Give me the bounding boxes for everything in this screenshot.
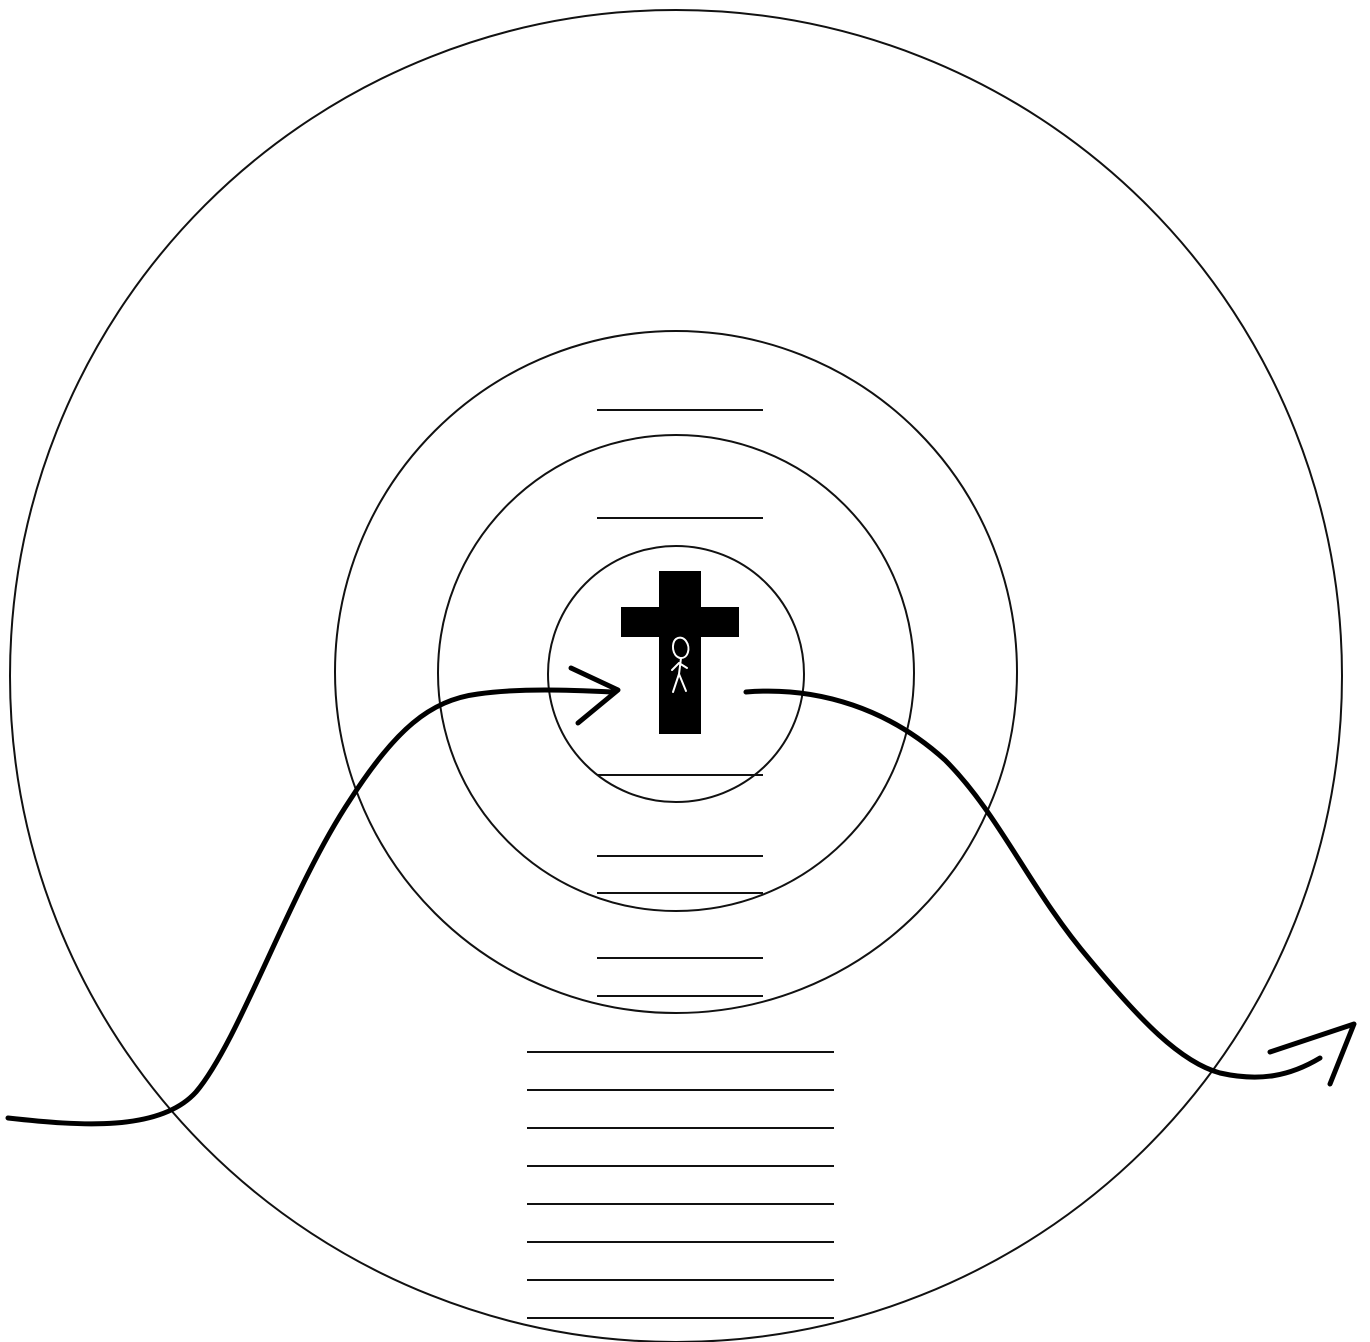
cross-horizontal-beam bbox=[621, 607, 739, 637]
cross-vertical-beam bbox=[659, 571, 701, 734]
